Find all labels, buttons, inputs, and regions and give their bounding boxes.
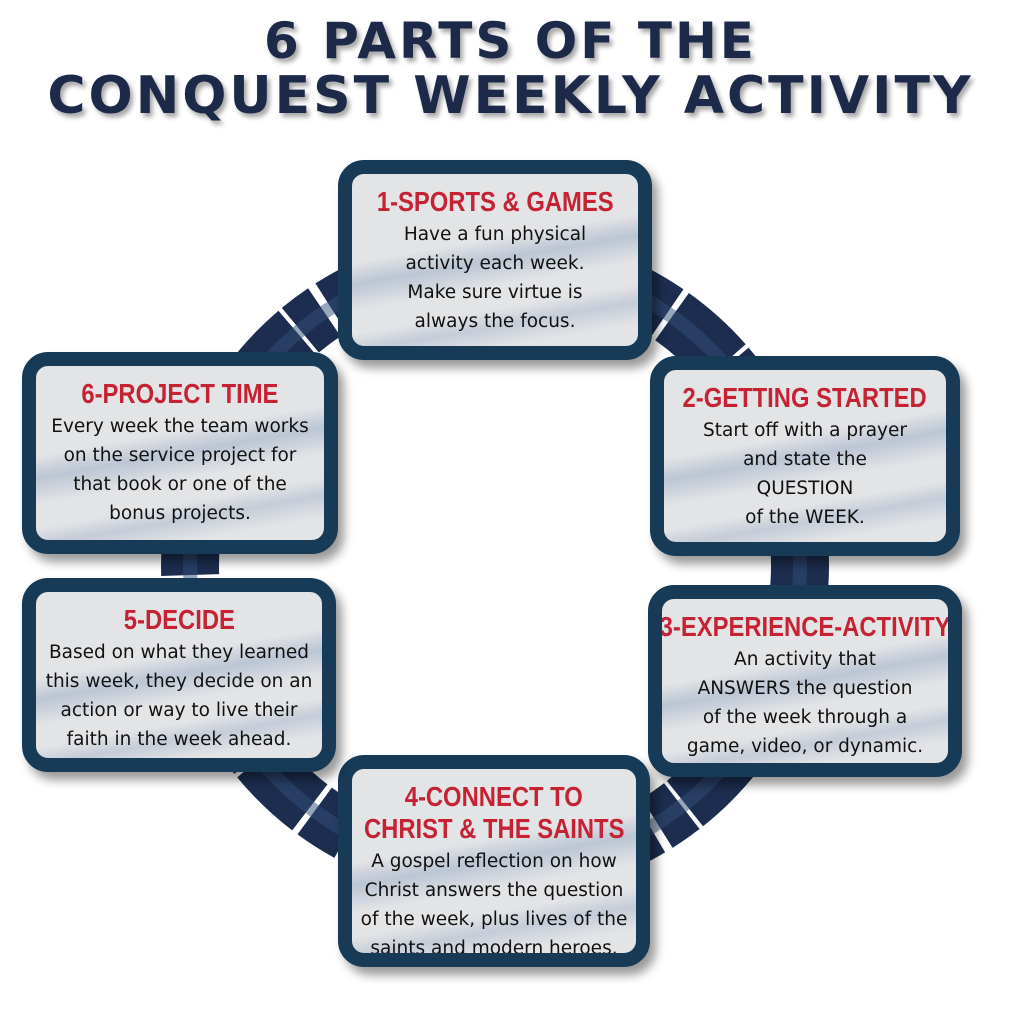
part-title: 6-PROJECT TIME <box>81 378 279 409</box>
part-body: Every week the team works on the service … <box>51 412 308 528</box>
part-title: 3-EXPERIENCE-ACTIVITY <box>659 611 951 642</box>
body-line: that book or one of the <box>73 474 287 495</box>
part-body: Based on what they learned this week, the… <box>46 638 313 754</box>
body-line: of the week through a <box>702 707 908 728</box>
body-line: Have a fun physical <box>403 224 587 245</box>
body-line: Christ answers the question <box>364 880 624 901</box>
body-line: Based on what they learned <box>48 642 310 663</box>
part-title: 5-DECIDE <box>123 604 235 635</box>
body-line: saints and modern heroes. <box>370 938 618 959</box>
body-line: game, video, or dynamic. <box>686 736 924 757</box>
part-body: Have a fun physical activity each week. Ma… <box>404 220 586 336</box>
body-line: of the WEEK. <box>745 507 865 528</box>
body-line: action or way to live their <box>60 700 298 721</box>
body-line: activity each week. <box>405 253 585 274</box>
part-1-sports-games: 1-SPORTS & GAMES Have a fun physical acti… <box>338 160 652 360</box>
part-5-decide: 5-DECIDE Based on what they learned this … <box>22 578 336 772</box>
part-title: 1-SPORTS & GAMES <box>376 186 614 217</box>
part-6-project-time: 6-PROJECT TIME Every week the team works… <box>22 352 338 554</box>
body-line: and state the <box>743 449 867 470</box>
body-line: this week, they decide on an <box>45 671 313 692</box>
body-line: Every week the team works <box>51 416 309 437</box>
part-title: 2-GETTING STARTED <box>682 382 928 413</box>
part-title: 4-CONNECT TO <box>404 781 584 812</box>
title-line-1: 6 PARTS OF THE <box>264 12 757 70</box>
body-line: An activity that <box>734 649 876 670</box>
part-2-getting-started: 2-GETTING STARTED Start off with a praye… <box>650 356 960 556</box>
body-line: ANSWERS the question <box>697 678 913 699</box>
body-line: QUESTION <box>756 478 854 499</box>
body-line: Start off with a prayer <box>703 420 907 441</box>
part-title: CHRIST & THE SAINTS <box>363 813 625 844</box>
part-4-connect-to-christ: 4-CONNECT TO CHRIST & THE SAINTS A gospe… <box>338 755 650 967</box>
body-line: A gospel reflection on how <box>371 851 617 872</box>
body-line: always the focus. <box>414 311 576 332</box>
body-line: bonus projects. <box>109 503 251 524</box>
body-line: faith in the week ahead. <box>66 729 292 750</box>
title-line-2: CONQUEST WEEKLY ACTIVITY <box>47 66 974 126</box>
body-line: on the service project for <box>63 445 297 466</box>
body-line: Make sure virtue is <box>407 282 583 303</box>
body-line: of the week, plus lives of the <box>360 909 628 930</box>
